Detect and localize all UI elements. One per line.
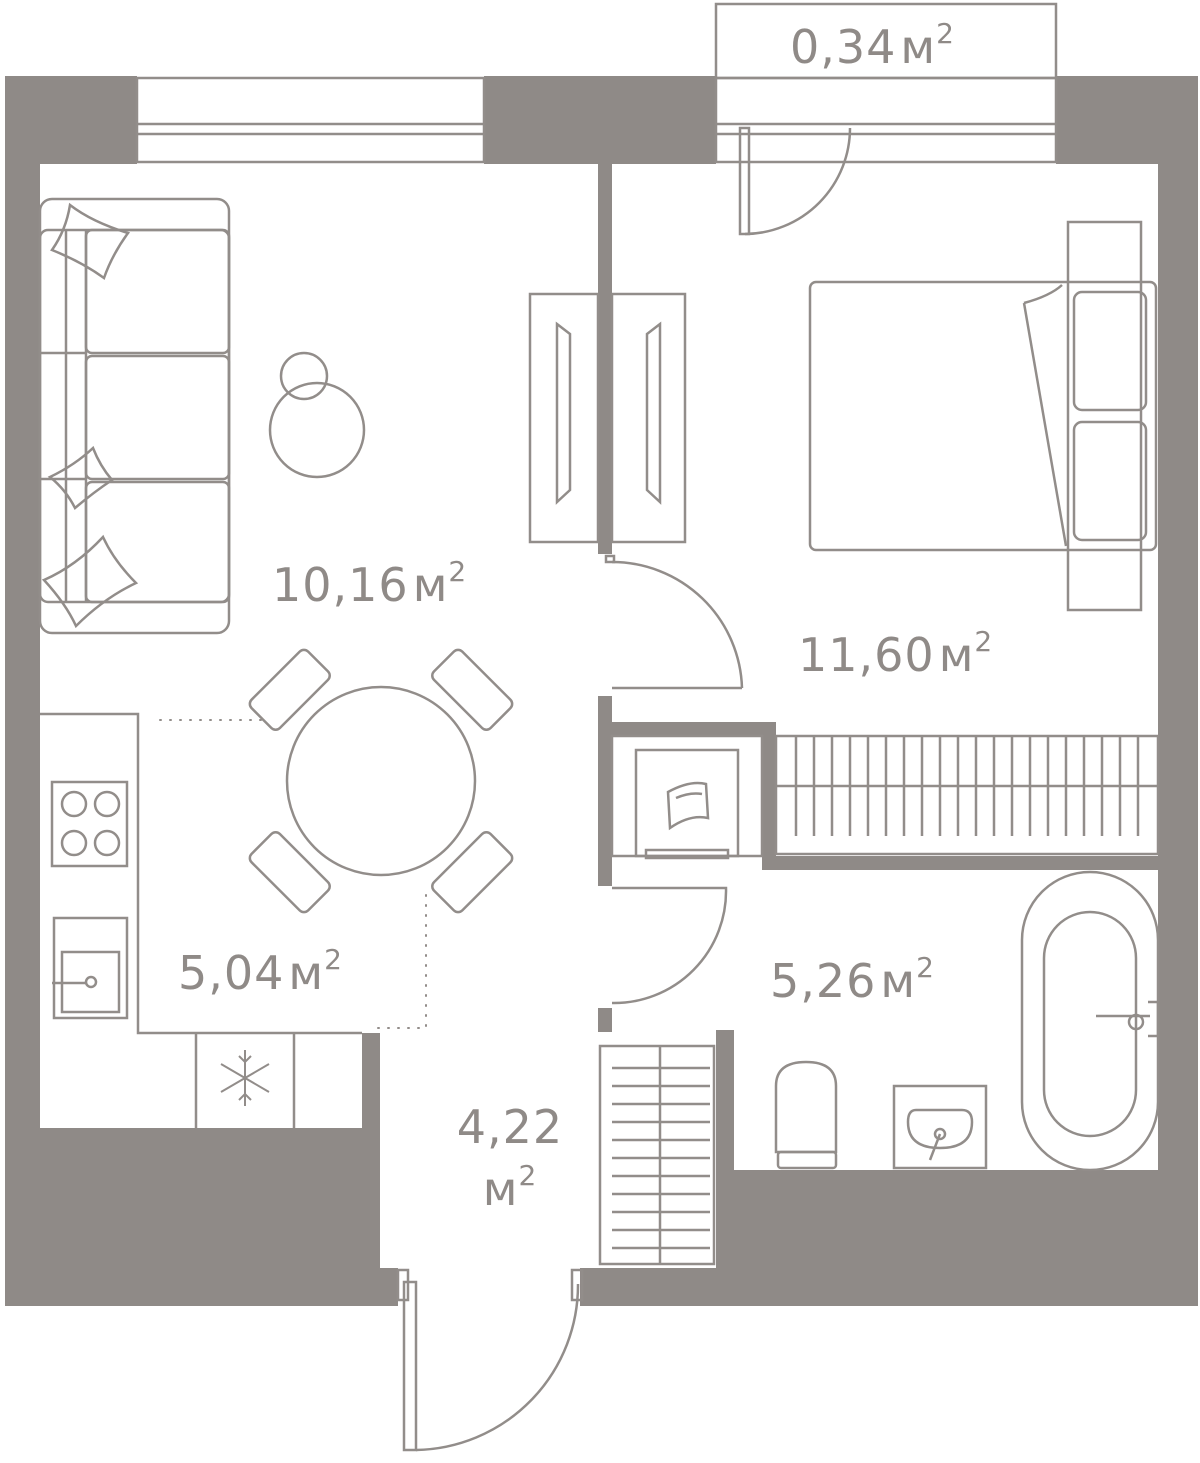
door-icon bbox=[396, 1268, 584, 1452]
hallway-area-value: 4,22 bbox=[456, 1100, 564, 1154]
living-room-area-label: 10,16м2 bbox=[272, 555, 468, 612]
sofa-icon bbox=[38, 197, 231, 635]
stove-icon bbox=[50, 780, 129, 868]
balcony-area-label: 0,34м2 bbox=[790, 17, 955, 74]
door-icon bbox=[611, 886, 728, 1005]
shelf-lines bbox=[612, 1066, 710, 1250]
window-icon bbox=[135, 76, 486, 164]
armchair-icon bbox=[268, 351, 366, 479]
bed-icon bbox=[808, 220, 1158, 612]
kitchen-area-label: 5,04м2 bbox=[178, 943, 343, 1000]
hallway-area-unit: м2 bbox=[482, 1159, 538, 1217]
door-icon bbox=[604, 554, 744, 690]
closet-hangers bbox=[794, 736, 1140, 836]
sink-icon bbox=[52, 916, 129, 1020]
fridge-icon bbox=[220, 1050, 270, 1106]
washbasin-icon bbox=[892, 1084, 988, 1170]
bathroom-area-label: 5,26м2 bbox=[770, 951, 935, 1008]
window-icon bbox=[714, 76, 1058, 164]
door-icon bbox=[738, 126, 852, 236]
balcony bbox=[714, 2, 1058, 80]
bedroom-area-label: 11,60м2 bbox=[798, 625, 994, 682]
washing-machine-icon bbox=[610, 734, 764, 860]
hallway-area-label: 4,22 м2 bbox=[440, 1096, 580, 1220]
zone-boundary bbox=[159, 719, 427, 1029]
bathtub-icon bbox=[1020, 870, 1160, 1172]
closet-icon bbox=[774, 734, 1160, 856]
kitchen-counter bbox=[40, 712, 362, 1128]
wardrobe-icon bbox=[528, 292, 687, 544]
walls bbox=[5, 76, 1198, 1306]
closet-icon bbox=[598, 1044, 716, 1266]
dining-table-icon bbox=[248, 648, 514, 914]
toilet-icon bbox=[774, 1060, 838, 1170]
